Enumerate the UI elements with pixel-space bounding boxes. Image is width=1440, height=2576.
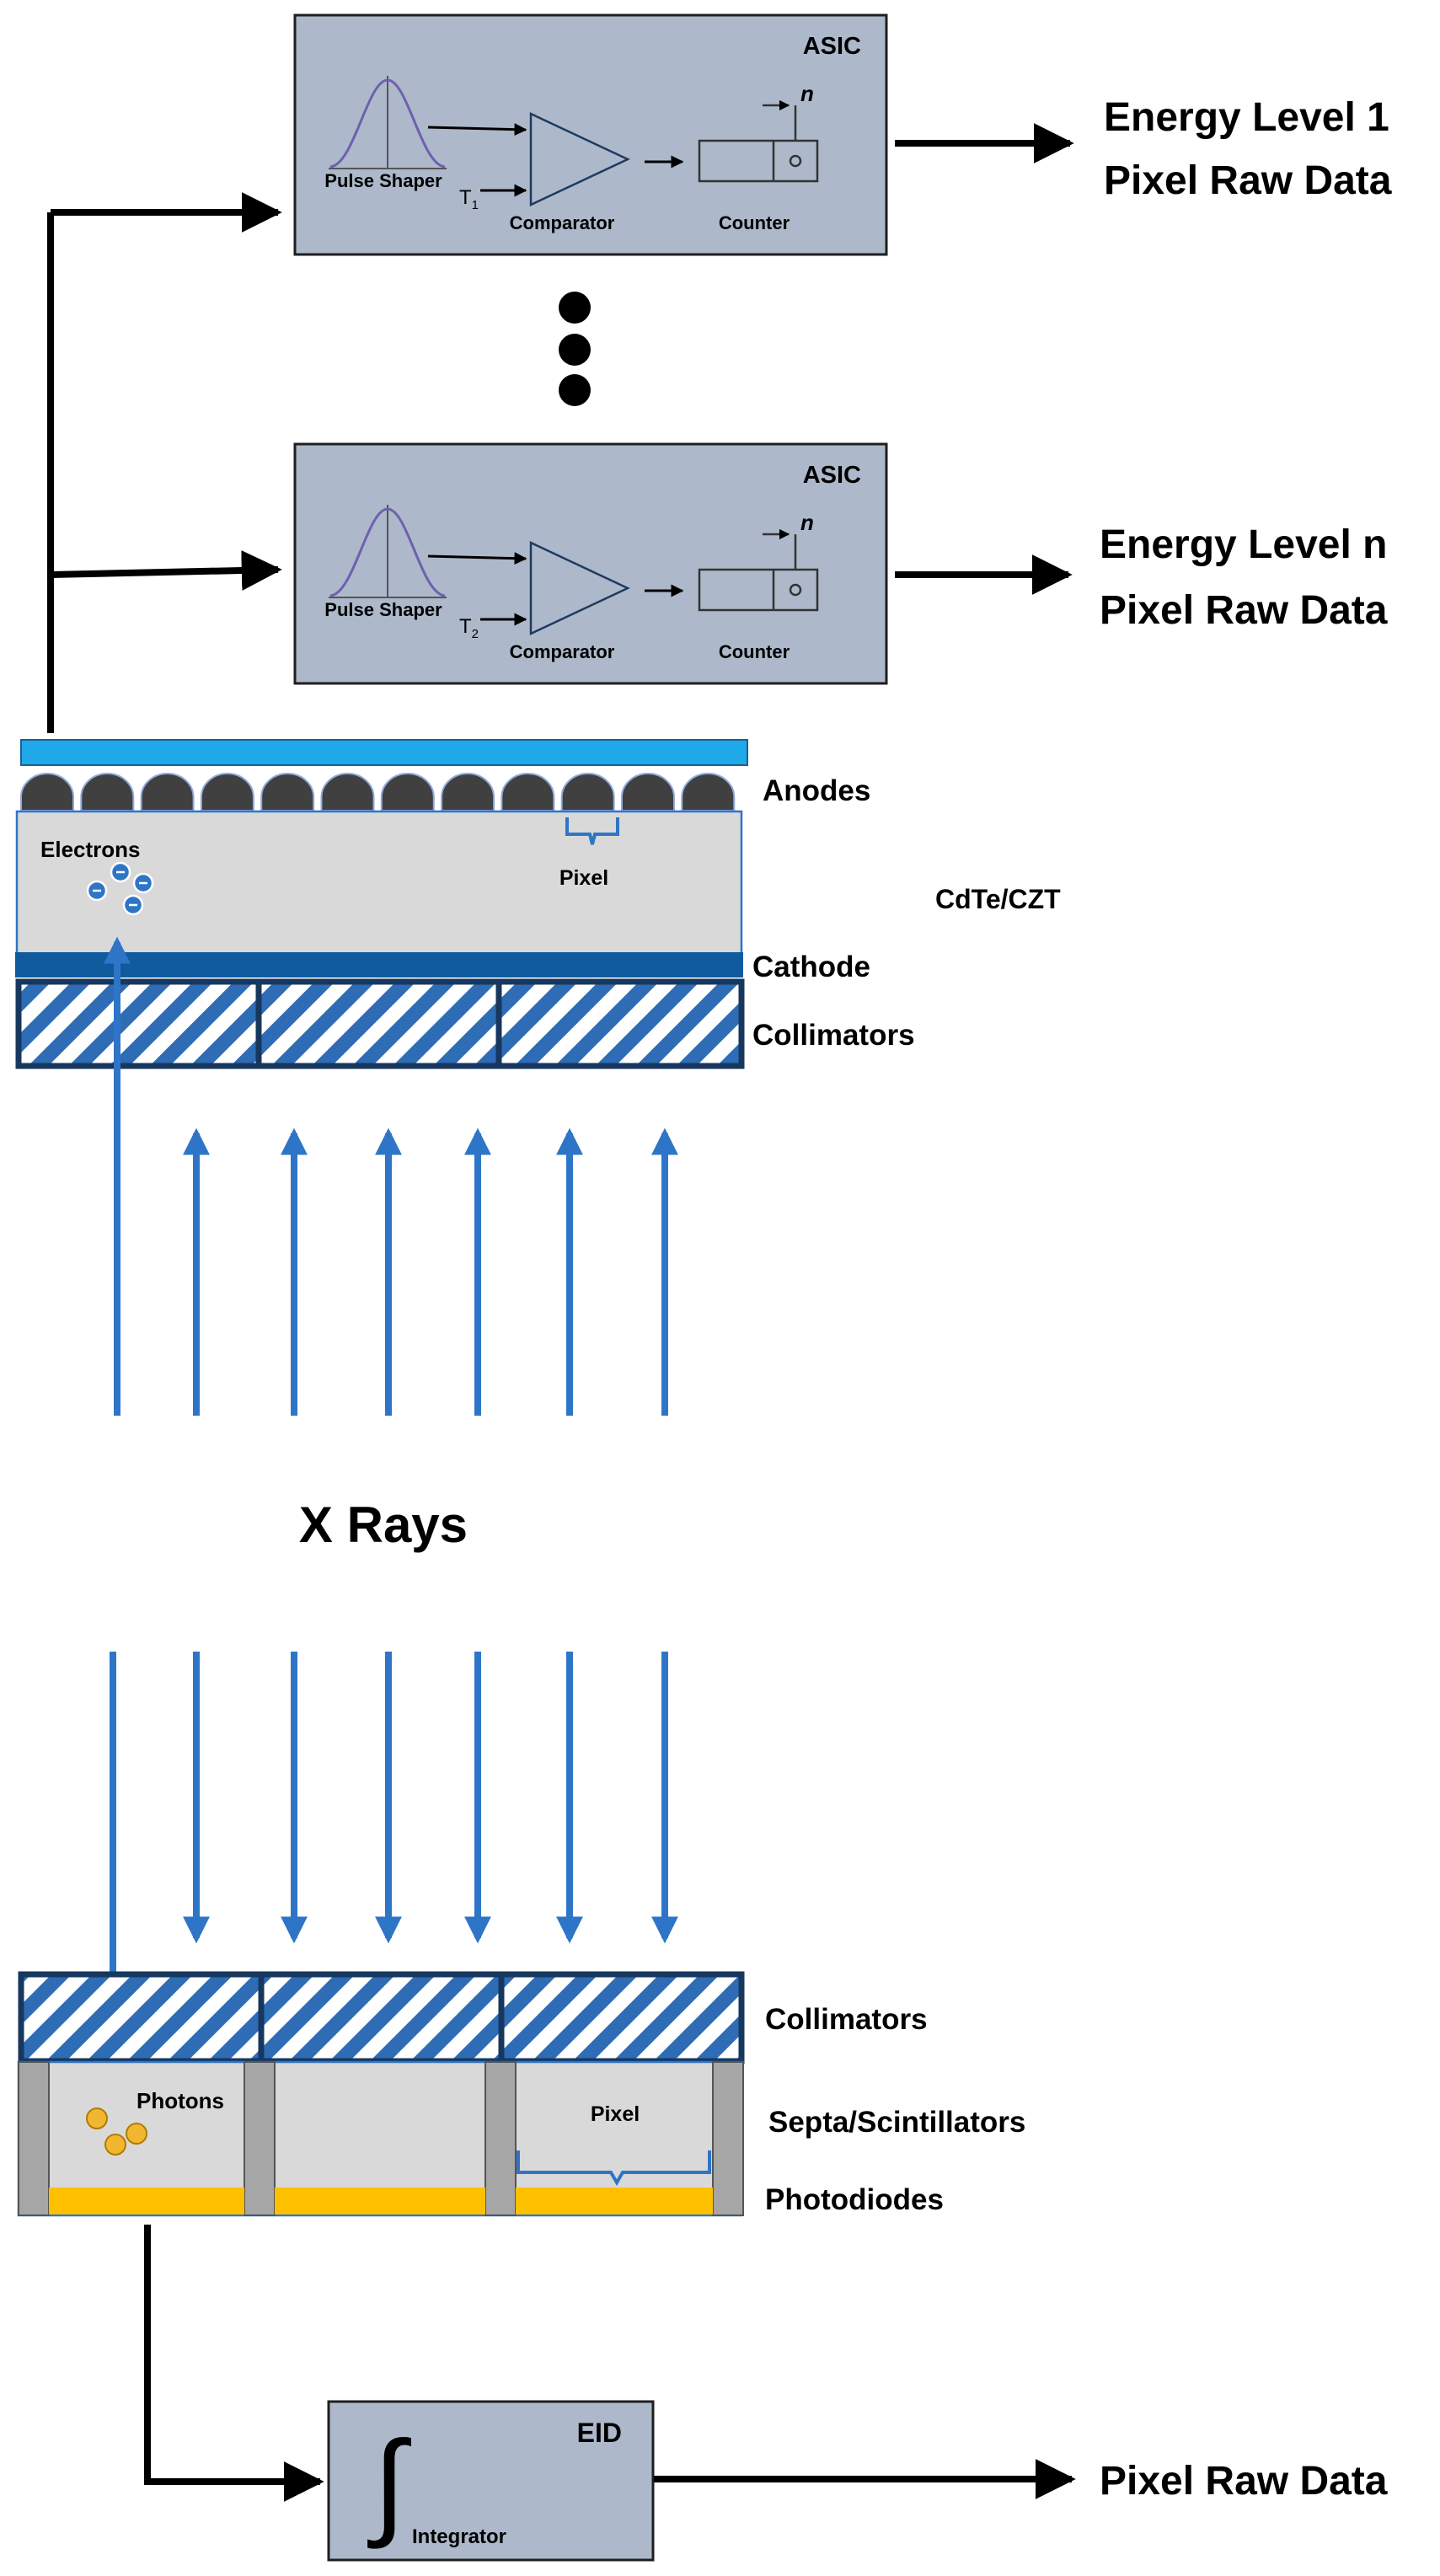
energy-integrating-detector: Pixel Photons (17, 1971, 745, 2217)
anode (681, 773, 736, 811)
asic-bottom: ASIC Pulse Shaper T2 Comparator n Counte… (293, 442, 888, 685)
anode (140, 773, 195, 811)
pixel-raw-data-1-label: Pixel Raw Data (1104, 158, 1392, 203)
xray-arrows-up (183, 1127, 678, 1416)
septa (18, 2061, 744, 2216)
counter-icon (698, 99, 819, 183)
shaper-to-comparator-arrow (427, 552, 527, 565)
pixel-brace (565, 817, 619, 845)
comparator-label: Comparator (510, 212, 615, 233)
shaper-to-comparator-arrow (427, 123, 527, 137)
material-label: CdTe/CZT (935, 884, 1061, 914)
collimators-top (15, 978, 745, 1069)
asic-feed-lines (47, 192, 282, 733)
photon-counting-detector: Pixel Electrons (15, 739, 748, 1069)
anode (200, 773, 254, 811)
eid-title: EID (577, 2418, 622, 2448)
anode-row (20, 773, 736, 811)
pixel-raw-data-n-label: Pixel Raw Data (1100, 588, 1388, 633)
asic-top-box (293, 13, 888, 256)
asic-top-title: ASIC (803, 33, 861, 60)
counter-output-label: n (800, 510, 814, 535)
asic-bottom-title: ASIC (803, 462, 861, 489)
cathode (15, 952, 743, 977)
anode (380, 773, 435, 811)
pulse-shaper-icon (329, 505, 447, 598)
photodiodes (49, 2188, 713, 2215)
xrays-label: X Rays (299, 1497, 468, 1553)
collimators-top-label: Collimators (752, 1019, 915, 1052)
asic-bottom-box (293, 442, 888, 685)
counter-icon (698, 528, 819, 612)
eid-feed-line (144, 2225, 324, 2502)
pulse-shaper-label: Pulse Shaper (324, 170, 442, 191)
comparator-icon (529, 112, 630, 206)
anode (441, 773, 495, 811)
septa-label: Septa/Scintillators (768, 2106, 1025, 2139)
photons-label: Photons (137, 2088, 224, 2113)
pixel-brace (517, 2150, 711, 2186)
anode (560, 773, 615, 811)
counter-label: Counter (719, 641, 790, 662)
anode (501, 773, 555, 811)
photon-dots (86, 2107, 147, 2156)
eid-integrator: EID ∫ Integrator (327, 2400, 655, 2562)
anode (621, 773, 675, 811)
threshold-label: T2 (459, 615, 479, 641)
eid-pixel-raw-data-label: Pixel Raw Data (1100, 2459, 1388, 2504)
pulse-shaper-label: Pulse Shaper (324, 599, 442, 620)
anode (20, 773, 74, 811)
comparator-icon (529, 541, 630, 635)
anode (260, 773, 315, 811)
threshold-label: T1 (459, 186, 479, 212)
eid-box (327, 2400, 655, 2562)
anode (320, 773, 375, 811)
electrons-label: Electrons (40, 837, 141, 862)
ellipsis-dots (559, 292, 591, 406)
anode (80, 773, 135, 811)
pixel-label: Pixel (559, 866, 608, 890)
integral-icon: ∫ (367, 2417, 412, 2549)
eid-pixel-label: Pixel (591, 2102, 640, 2126)
pulse-shaper-icon (329, 76, 447, 169)
photodiodes-label: Photodiodes (765, 2183, 944, 2216)
cathode-label: Cathode (752, 951, 870, 983)
asic-top: ASIC Pulse Shaper T1 Comparator n Counte… (293, 13, 888, 256)
xray-arrows-down (183, 1652, 678, 1944)
readout-bar (20, 739, 748, 766)
anodes-label: Anodes (763, 774, 870, 807)
counter-output-label: n (800, 81, 814, 106)
electron-dots (86, 861, 154, 916)
collimators-bottom (18, 1971, 745, 2065)
energy-level-n-label: Energy Level n (1100, 522, 1387, 567)
cdte-crystal (15, 810, 743, 956)
counter-label: Counter (719, 212, 790, 233)
energy-level-1-label: Energy Level 1 (1104, 95, 1389, 140)
comparator-label: Comparator (510, 641, 615, 662)
integrator-label: Integrator (412, 2525, 506, 2548)
collimators-bottom-label: Collimators (765, 2003, 928, 2036)
